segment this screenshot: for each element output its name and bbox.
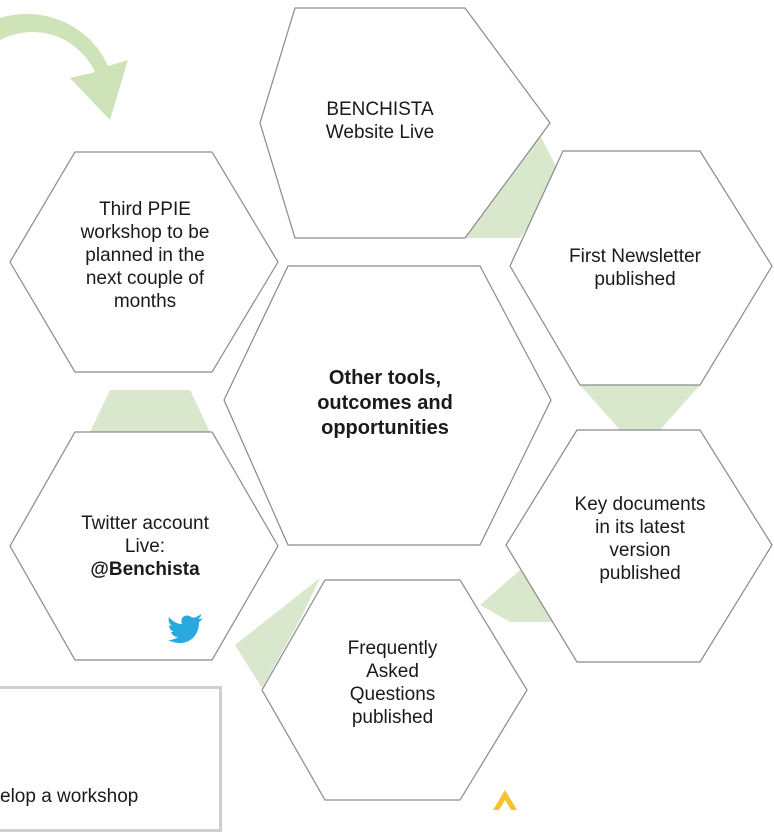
twitter-line-2: Live: bbox=[124, 536, 166, 557]
hexagon-website bbox=[259, 7, 551, 239]
note-text: elop a workshop bbox=[0, 786, 139, 807]
hexagon-newsletter bbox=[509, 150, 773, 386]
label-center: Other tools, outcomes and opportunities bbox=[290, 366, 480, 441]
hexagon-documents bbox=[505, 429, 773, 663]
connector-faq-twitter bbox=[235, 578, 320, 688]
workshop-line-4: next couple of bbox=[85, 268, 205, 289]
label-website: BENCHISTA Website Live bbox=[295, 98, 465, 144]
curved-arrow-icon bbox=[0, 13, 128, 120]
workshop-line-2: workshop to be bbox=[80, 222, 210, 243]
newsletter-line-1: First Newsletter bbox=[569, 246, 701, 267]
diagram-stage: BENCHISTA Website Live First Newsletter … bbox=[0, 7, 773, 832]
workshop-line-1: Third PPIE bbox=[99, 199, 191, 220]
website-line-1: BENCHISTA bbox=[326, 99, 434, 120]
hexagon-center bbox=[223, 265, 552, 546]
connector-newsletter-documents bbox=[580, 385, 700, 430]
connector-twitter-workshop bbox=[90, 390, 210, 432]
faq-line-3: Questions bbox=[349, 684, 436, 705]
center-line-3: opportunities bbox=[321, 417, 449, 439]
label-faq: Frequently Asked Questions published bbox=[300, 637, 485, 729]
twitter-line-1: Twitter account bbox=[81, 513, 209, 534]
hexagon-diagram bbox=[0, 7, 773, 810]
hexagon-faq bbox=[261, 579, 528, 801]
warning-icon bbox=[493, 790, 517, 810]
hexagon-workshop bbox=[9, 151, 279, 373]
documents-line-1: Key documents bbox=[574, 494, 706, 515]
label-twitter: Twitter account Live: @Benchista bbox=[50, 512, 240, 581]
twitter-handle[interactable]: @Benchista bbox=[90, 559, 200, 580]
documents-line-3: version bbox=[609, 540, 671, 561]
faq-line-2: Asked bbox=[366, 661, 419, 682]
workshop-line-3: planned in the bbox=[85, 245, 205, 266]
documents-line-2: in its latest bbox=[595, 517, 685, 538]
center-line-2: outcomes and bbox=[317, 392, 453, 414]
label-newsletter: First Newsletter published bbox=[540, 245, 730, 291]
documents-line-4: published bbox=[599, 563, 681, 584]
label-documents: Key documents in its latest version publ… bbox=[545, 493, 735, 585]
workshop-line-5: months bbox=[113, 291, 177, 312]
note-box bbox=[0, 686, 222, 832]
hexagon-twitter bbox=[9, 431, 279, 661]
faq-line-1: Frequently bbox=[347, 638, 438, 659]
connector-documents-faq bbox=[480, 570, 560, 622]
newsletter-line-2: published bbox=[594, 269, 676, 290]
label-workshop: Third PPIE workshop to be planned in the… bbox=[55, 198, 235, 313]
twitter-bird-icon bbox=[168, 614, 203, 643]
center-line-1: Other tools, bbox=[328, 367, 442, 389]
faq-line-4: published bbox=[351, 707, 434, 728]
website-line-2: Website Live bbox=[325, 122, 435, 143]
